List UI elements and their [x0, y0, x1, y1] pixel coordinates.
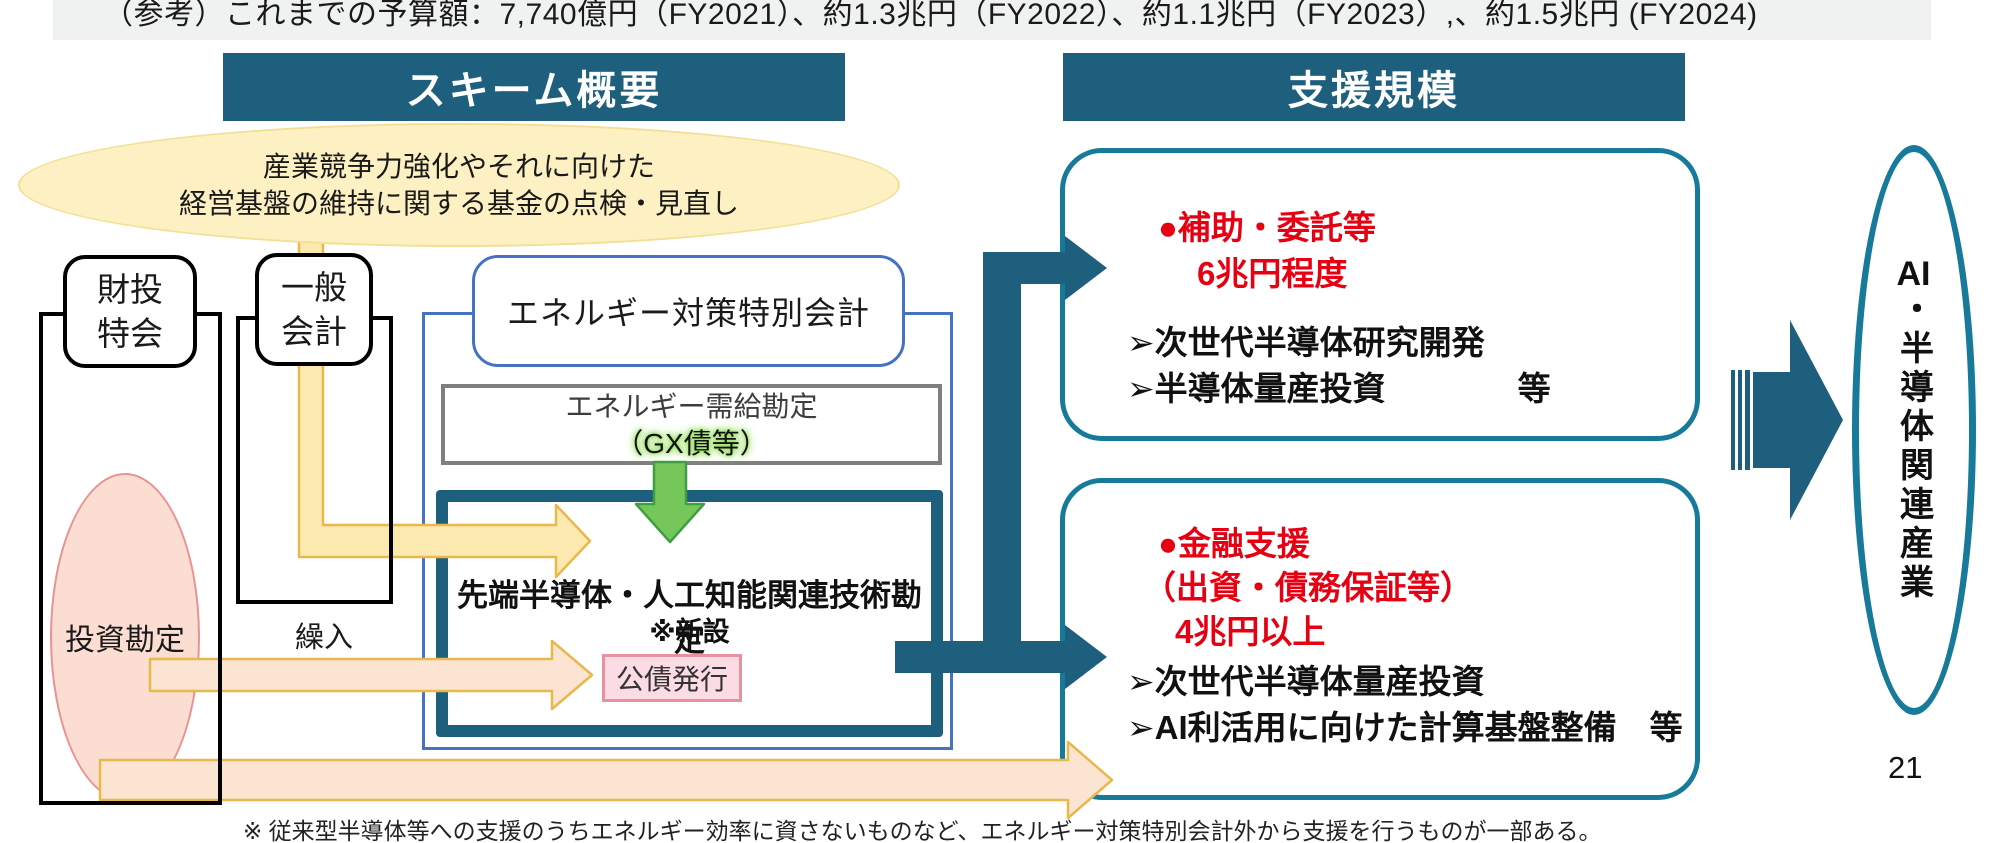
budget-history-text: （参考）これまでの予算額：7,740億円（FY2021）、約1.3兆円（FY20… [103, 0, 1758, 31]
filp-account-box: 財投 特会 [63, 255, 197, 368]
finance-support-box: ●金融支援 （出資・債務保証等） 4兆円以上 ➢次世代半導体量産投資 ➢AI利活… [1060, 478, 1700, 800]
energy-special-account-title-box: エネルギー対策特別会計 [472, 255, 905, 367]
outcome-arrow-bar-2 [1738, 370, 1742, 470]
fund-review-line1: 産業競争力強化やそれに向けた [262, 151, 655, 182]
bond-issuance-box: 公債発行 [602, 654, 742, 702]
bond-issuance-label: 公債発行 [615, 664, 728, 695]
ai-semiconductor-industry-label: AI・半導体関連産業 [1890, 257, 1939, 603]
teal-connector-vertical-band [983, 252, 1021, 673]
transfer-label: 繰入 [294, 622, 353, 654]
general-line2: 会計 [281, 312, 347, 350]
general-line1: 一般 [281, 268, 347, 306]
energy-supply-demand-label: エネルギー需給勘定 [565, 390, 818, 422]
ai-label-rest: ・半導体関連産業 [1894, 291, 1933, 603]
energy-supply-demand-box: エネルギー需給勘定 （GX債等） [441, 384, 942, 465]
general-account-box: 一般 会計 [255, 253, 373, 366]
fund-review-ellipse: 産業競争力強化やそれに向けた 経営基盤の維持に関する基金の点検・見直し [18, 123, 900, 247]
finance-item-1: ➢次世代半導体量産投資 [1127, 663, 1485, 700]
outcome-big-arrow [1753, 320, 1843, 520]
investment-direct-support-arrow [98, 740, 1114, 820]
footnote: ※ 従来型半導体等への支援のうちエネルギー効率に資さないものなど、エネルギー対策… [243, 818, 1602, 843]
subsidy-item-2: ➢半導体量産投資 等 [1127, 370, 1551, 407]
advanced-semiconductor-ai-account-label: 先端半導体・人工知能関連技術勘定 [457, 578, 922, 658]
subsidy-heading-line2: 6兆円程度 [1197, 255, 1348, 292]
finance-heading-line1: ●金融支援 [1158, 525, 1310, 562]
outcome-arrow-bar-3 [1745, 370, 1750, 470]
filp-line1: 財投 [97, 270, 163, 308]
subsidy-support-box: ●補助・委託等 6兆円程度 ➢次世代半導体研究開発 ➢半導体量産投資 等 [1060, 148, 1700, 441]
ai-semiconductor-industry-ellipse: AI・半導体関連産業 [1852, 145, 1976, 715]
scheme-overview-header: スキーム概要 [223, 53, 845, 121]
energy-special-account-title: エネルギー対策特別会計 [506, 295, 870, 331]
budget-history-strip: （参考）これまでの予算額：7,740億円（FY2021）、約1.3兆円（FY20… [53, 0, 1931, 40]
finance-heading-line3: 4兆円以上 [1175, 613, 1326, 650]
ai-label-latin: AI [1896, 257, 1931, 291]
subsidy-item-1: ➢次世代半導体研究開発 [1127, 324, 1485, 361]
filp-account-column [39, 312, 222, 805]
newly-established-label: ※新設 [649, 617, 730, 647]
outcome-arrow-bar-1 [1731, 370, 1735, 470]
subsidy-heading-line1: ●補助・委託等 [1158, 209, 1376, 246]
gx-bonds-label: （GX債等） [615, 427, 768, 459]
advanced-semiconductor-ai-account-box: 先端半導体・人工知能関連技術勘定 ※新設 [436, 490, 943, 737]
fund-review-line2: 経営基盤の維持に関する基金の点検・見直し [178, 188, 739, 219]
energy-special-account-frame [422, 312, 953, 750]
finance-heading-line2: （出資・債務保証等） [1143, 569, 1473, 606]
support-scale-header: 支援規模 [1063, 53, 1685, 121]
filp-line2: 特会 [97, 314, 163, 352]
finance-item-2: ➢AI利活用に向けた計算基盤整備 等 [1127, 709, 1683, 746]
page-number: 21 [1888, 750, 1923, 785]
